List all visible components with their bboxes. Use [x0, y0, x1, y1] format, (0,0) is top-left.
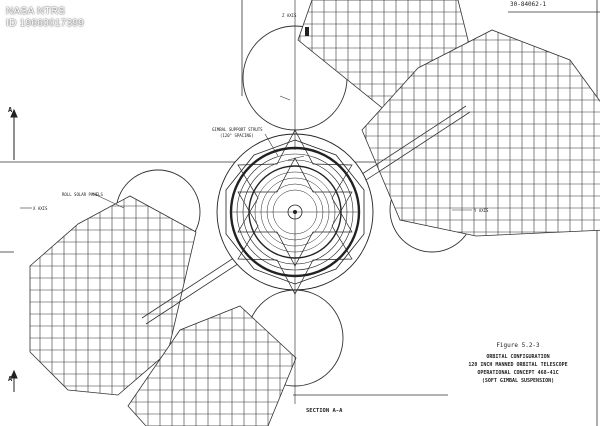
solar-panel-bottom-left — [29, 195, 197, 396]
section-marker-bottom: A — [8, 375, 13, 383]
x-axis-label: X AXIS — [33, 206, 48, 211]
roll-solar-panels-label: ROLL SOLAR PANELS — [62, 192, 103, 197]
section-arrow-bottom — [10, 369, 18, 392]
figure-number: Figure 5.2-3 — [496, 342, 540, 349]
document-number: 30-84062-1 — [510, 1, 547, 8]
section-view-label: SECTION A-A — [306, 408, 343, 414]
caption-line-4: (SOFT GIMBAL SUSPENSION) — [481, 378, 555, 384]
section-arrow-top — [10, 108, 18, 160]
caption-line-2: 120 INCH MANNED ORBITAL TELESCOPE — [468, 362, 568, 368]
watermark-line-1: NASA NTRS — [6, 6, 66, 17]
section-marker-top: A — [8, 106, 13, 114]
telescope-body — [216, 0, 374, 404]
z-axis-label: Z AXIS — [282, 13, 297, 18]
solar-panel-bottom-right — [127, 305, 297, 426]
alignment-mark — [305, 27, 309, 36]
gimbal-struts-note: (120° SPACING) — [220, 133, 254, 138]
caption-line-1: ORBITAL CONFIGURATION — [486, 354, 550, 360]
gimbal-struts-label: GIMBAL SUPPORT STRUTS — [212, 127, 263, 132]
watermark-line-2: ID 19660017399 — [6, 18, 85, 29]
leader-lines — [20, 95, 472, 211]
y-axis-label: Y AXIS — [474, 208, 489, 213]
caption-line-3: OPERATIONAL CONCEPT 468-41C — [477, 370, 559, 376]
solar-panel-top-right — [361, 29, 600, 237]
